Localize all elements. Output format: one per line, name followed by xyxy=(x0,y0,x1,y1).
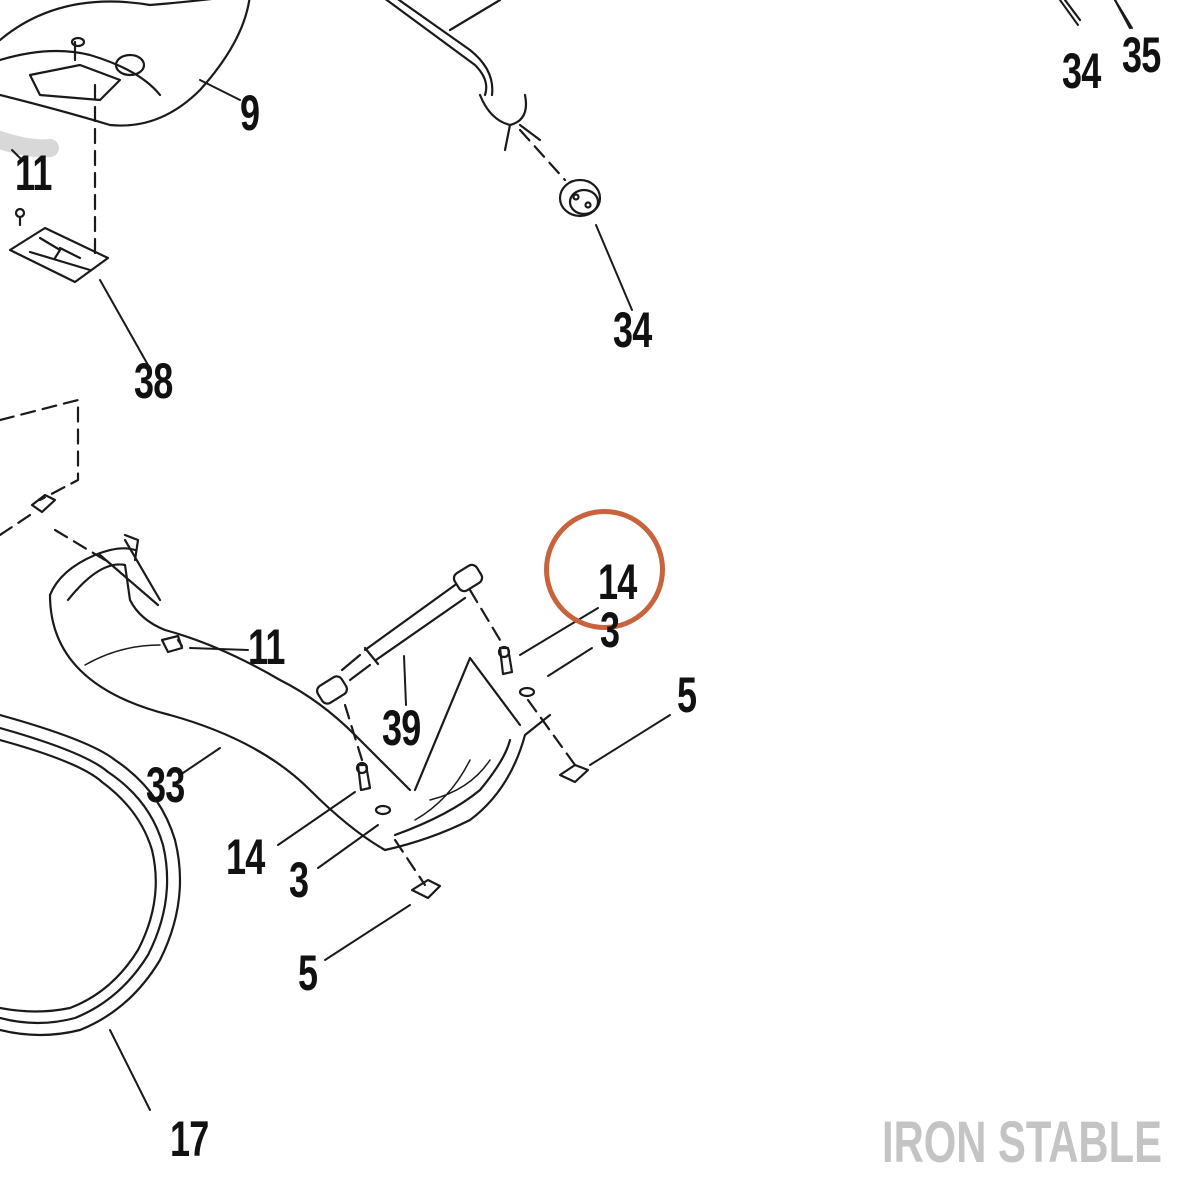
callout-5-right: 5 xyxy=(677,667,697,723)
callout-3-right: 3 xyxy=(600,602,620,658)
leader-lines xyxy=(11,0,1133,1111)
callout-17: 17 xyxy=(170,1111,209,1167)
grommet-part xyxy=(558,178,602,218)
stud-parts xyxy=(355,645,514,792)
callout-14-highlighted: 14 xyxy=(598,554,637,610)
alignment-lines xyxy=(0,83,577,887)
latch-housing-part xyxy=(0,0,251,158)
gas-strut-part xyxy=(315,563,484,705)
callout-9: 9 xyxy=(240,85,260,141)
highlight-circle xyxy=(544,509,665,630)
callout-3-lower: 3 xyxy=(289,852,309,908)
callout-5-lower: 5 xyxy=(298,945,318,1001)
top-right-part-edge xyxy=(1063,0,1132,30)
callout-11-top: 11 xyxy=(15,145,52,201)
seal-gasket-part xyxy=(0,713,182,1037)
clip-parts xyxy=(30,493,590,900)
callout-34: 34 xyxy=(613,302,652,358)
lid-part xyxy=(48,533,552,852)
callout-34-top: 34 xyxy=(1062,43,1101,99)
callout-33: 33 xyxy=(146,757,185,813)
callout-14-lower: 14 xyxy=(226,829,265,885)
callout-35: 35 xyxy=(1122,27,1161,83)
callout-39: 39 xyxy=(382,700,421,756)
callout-11-lower: 11 xyxy=(248,619,285,675)
hinge-part xyxy=(8,207,110,284)
cable-part xyxy=(384,0,542,152)
washer-parts xyxy=(374,686,536,816)
callout-38: 38 xyxy=(134,353,173,409)
watermark-text: IRON STABLE xyxy=(882,1110,1162,1175)
screw-part xyxy=(160,634,184,654)
